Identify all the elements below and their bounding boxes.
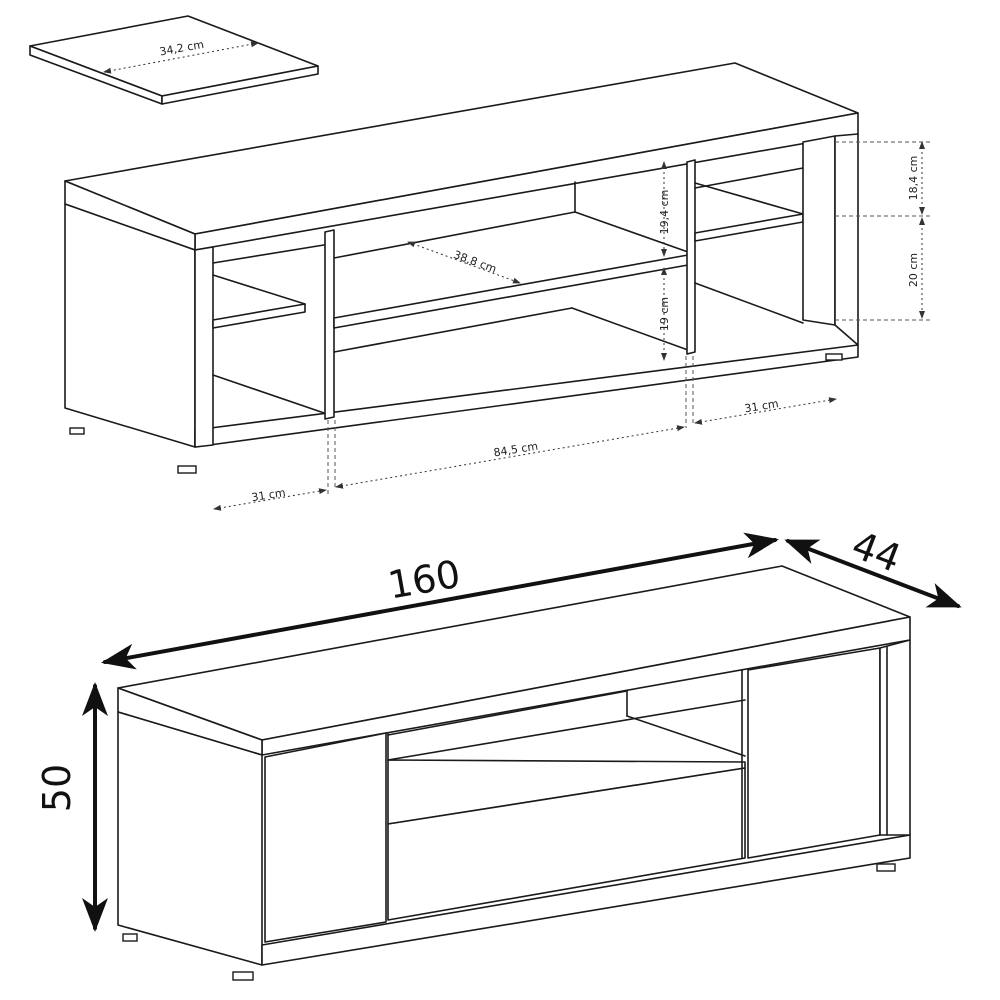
loose-shelf-panel: 34,2 cm bbox=[29, 15, 319, 105]
center-section-width-label: 84,5 cm bbox=[493, 440, 539, 460]
closed-tv-unit: 160 44 50 bbox=[35, 523, 962, 981]
overall-depth-label: 44 bbox=[846, 523, 907, 581]
lower-compartment-height-label: 19 cm bbox=[658, 297, 671, 331]
right-upper-height-label: 18,4 cm bbox=[907, 156, 920, 201]
open-tv-unit: 19,4 cm 19 cm 38,8 cm 18,4 cm 20 cm 31 c… bbox=[64, 62, 930, 511]
upper-compartment-height-label: 19,4 cm bbox=[658, 190, 671, 235]
shelf-depth-label: 38,8 cm bbox=[452, 248, 499, 276]
overall-height-label: 50 bbox=[35, 764, 79, 812]
right-lower-height-label: 20 cm bbox=[907, 253, 920, 287]
left-section-width-label: 31 cm bbox=[251, 486, 287, 504]
right-section-width-label: 31 cm bbox=[744, 397, 780, 415]
